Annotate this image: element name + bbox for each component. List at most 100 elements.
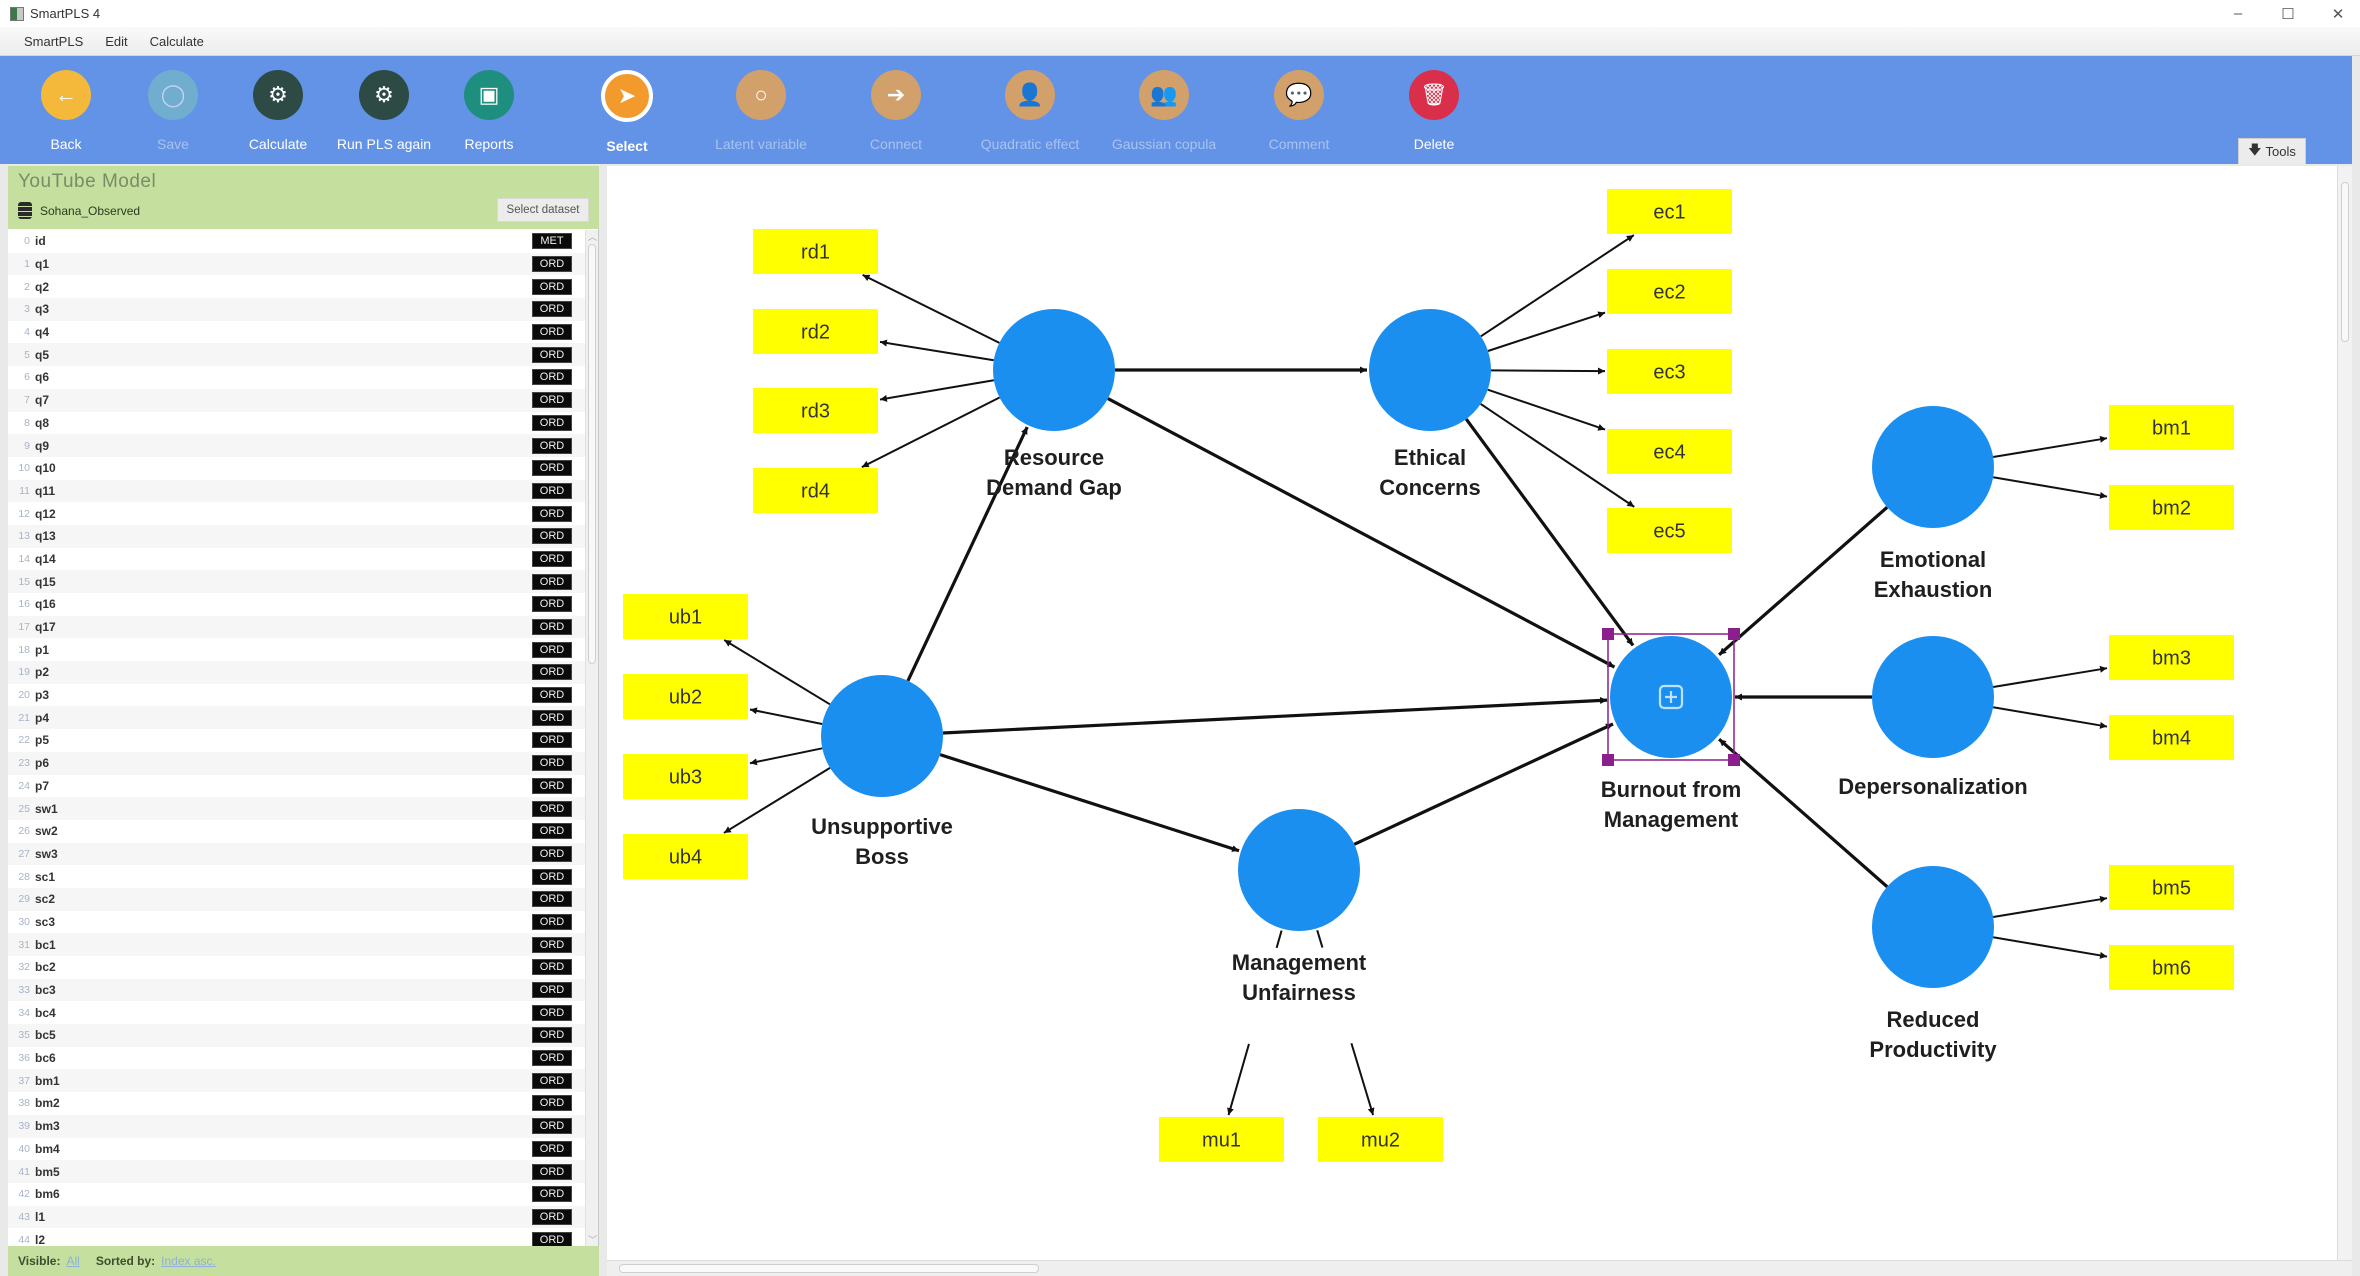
scroll-thumb[interactable] [619,1264,1039,1273]
indicator-box[interactable] [2109,485,2234,530]
expand-plus-icon[interactable] [1658,684,1684,710]
variable-list-scrollbar[interactable]: ︿ ﹀ [585,230,598,1246]
indicator-box[interactable] [2109,865,2234,910]
latent-circle[interactable] [1369,309,1491,431]
tools-button[interactable]: 🡇 Tools [2238,138,2306,164]
indicator-box[interactable] [2109,635,2234,680]
scale-type-badge[interactable]: ORD [532,1186,572,1203]
run-pls-again-button[interactable]: ⚙Run PLS again [324,70,444,152]
connect-button[interactable]: ➔Connect [836,70,956,152]
scale-type-badge[interactable]: ORD [532,324,572,341]
scale-type-badge[interactable]: ORD [532,709,572,726]
path-rdg-to-bfm[interactable] [1107,397,1616,669]
select-dataset-button[interactable]: Select dataset [497,198,589,222]
scale-type-badge[interactable]: ORD [532,1118,572,1135]
scale-type-badge[interactable]: ORD [532,777,572,794]
scale-type-badge[interactable]: ORD [532,482,572,499]
scale-type-badge[interactable]: ORD [532,301,572,318]
indicator-box[interactable] [623,594,748,639]
indicator-rd4[interactable]: rd4 [753,468,878,513]
path-ub-to-bfm[interactable] [942,697,1608,735]
scroll-down-icon[interactable]: ﹀ [587,1235,597,1245]
sort-order-link[interactable]: Index asc. [161,1254,216,1268]
scale-type-badge[interactable]: ORD [532,1072,572,1089]
indicator-ec3[interactable]: ec3 [1607,349,1732,394]
scale-type-badge[interactable]: ORD [532,755,572,772]
indicator-box[interactable] [753,309,878,354]
loading-ub-to-ub4[interactable] [723,767,831,834]
scale-type-badge[interactable]: ORD [532,414,572,431]
loading-dp-to-bm3[interactable] [1993,665,2108,689]
save-button[interactable]: ◯Save [113,70,233,152]
indicator-ub4[interactable]: ub4 [623,834,748,879]
latent-circle[interactable] [993,309,1115,431]
reports-button[interactable]: ▣Reports [429,70,549,152]
scale-type-badge[interactable]: ORD [532,460,572,477]
indicator-box[interactable] [2109,715,2234,760]
scale-type-badge[interactable]: ORD [532,437,572,454]
loading-rp-to-bm6[interactable] [1992,936,2108,959]
scale-type-badge[interactable]: ORD [532,732,572,749]
scroll-thumb[interactable] [2341,182,2349,342]
loading-mu-to-mu2[interactable] [1350,1042,1375,1116]
scale-type-badge[interactable]: ORD [532,1095,572,1112]
loading-ec-to-ec5[interactable] [1480,403,1635,508]
scale-type-badge[interactable]: ORD [532,1140,572,1157]
indicator-box[interactable] [753,229,878,274]
resize-handle[interactable] [1728,754,1740,766]
indicator-box[interactable] [623,834,748,879]
indicator-ub2[interactable]: ub2 [623,674,748,719]
scale-type-badge[interactable]: ORD [532,505,572,522]
indicator-box[interactable] [1159,1117,1284,1162]
scale-type-badge[interactable]: ORD [532,1163,572,1180]
scale-type-badge[interactable]: ORD [532,845,572,862]
visible-filter-link[interactable]: All [66,1254,80,1268]
indicator-bm1[interactable]: bm1 [2109,405,2234,450]
loading-ec-to-ec2[interactable] [1487,311,1606,352]
indicator-bm3[interactable]: bm3 [2109,635,2234,680]
scale-type-badge[interactable]: MET [532,233,572,250]
resize-handle[interactable] [1602,754,1614,766]
select-button[interactable]: ➤Select [567,70,687,154]
latent-circle[interactable] [821,675,943,797]
scroll-up-icon[interactable]: ︿ [587,232,597,242]
maximize-button[interactable]: ☐ [2281,5,2295,23]
path-ee-to-bfm[interactable] [1718,506,1889,656]
scale-type-badge[interactable]: ORD [532,596,572,613]
scale-type-badge[interactable]: ORD [532,982,572,999]
latent-variable-dp[interactable]: Depersonalization [1838,636,2028,799]
scale-type-badge[interactable]: ORD [532,369,572,386]
calculate-button[interactable]: ⚙Calculate [218,70,338,152]
scroll-thumb[interactable] [588,244,596,664]
indicator-rd1[interactable]: rd1 [753,229,878,274]
indicator-bm5[interactable]: bm5 [2109,865,2234,910]
scale-type-badge[interactable]: ORD [532,550,572,567]
indicator-box[interactable] [1607,189,1732,234]
